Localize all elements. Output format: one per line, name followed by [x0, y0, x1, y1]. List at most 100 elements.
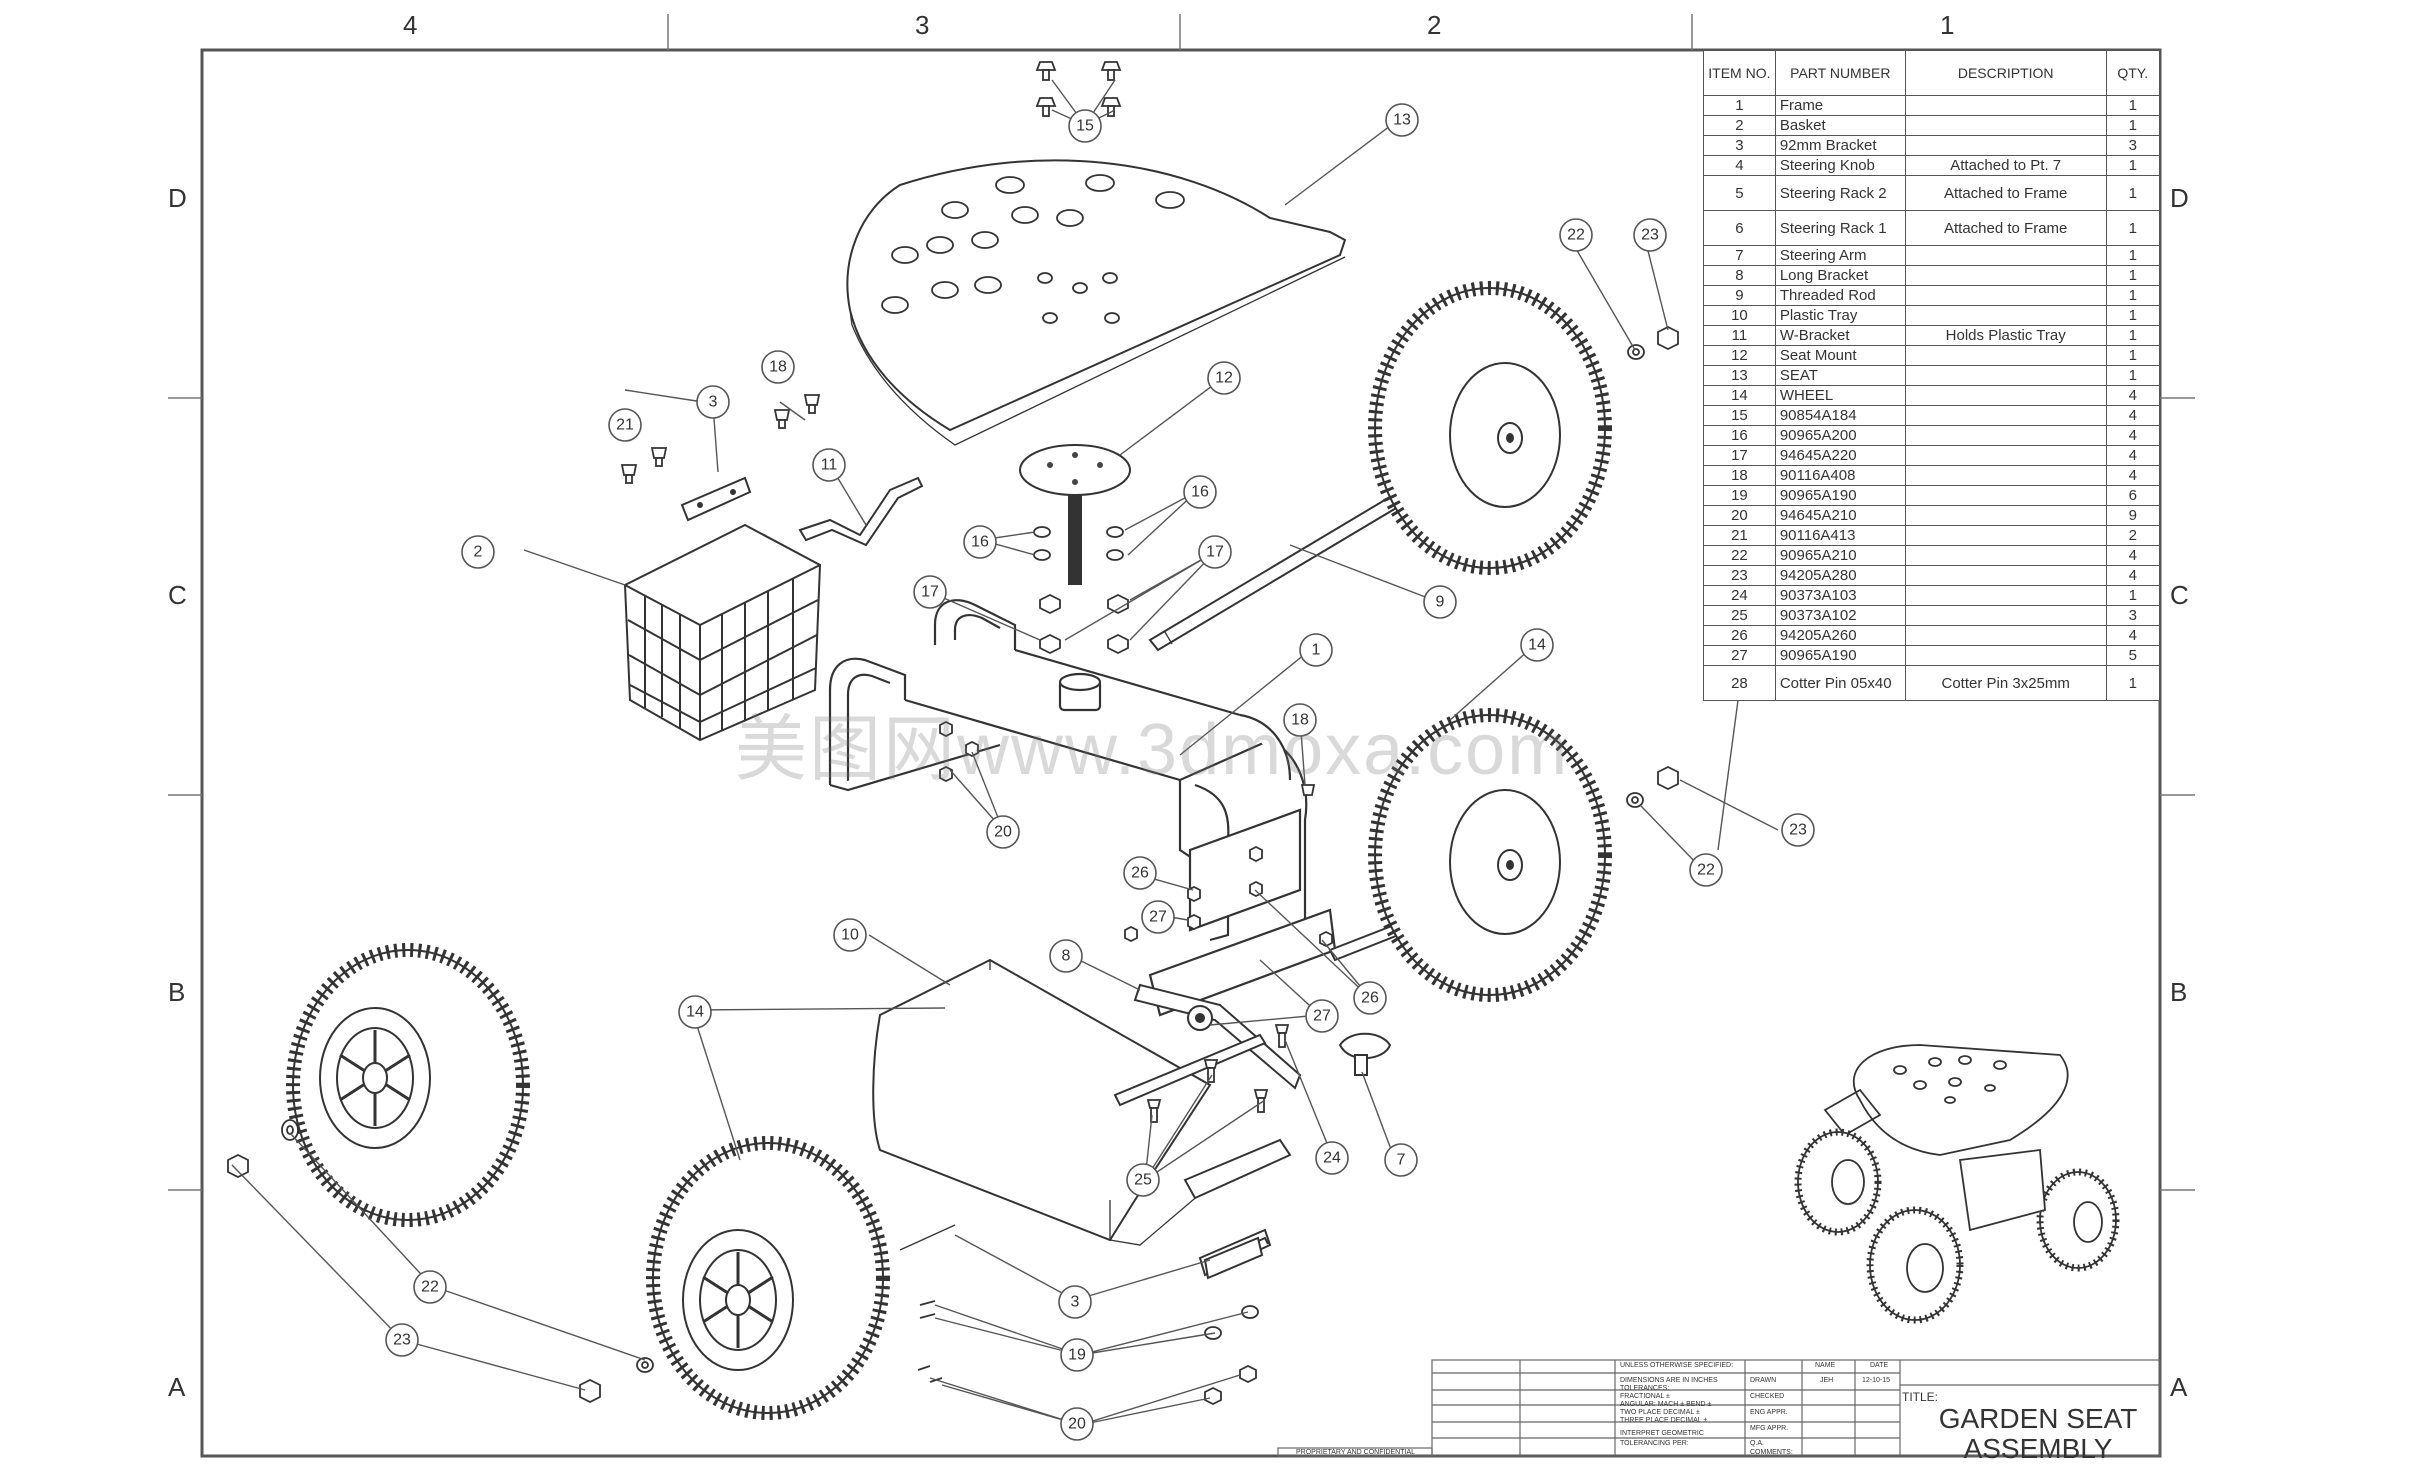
bom-qty: 1: [2105, 115, 2161, 136]
long-bracket-part: [1133, 983, 1302, 1090]
tb-title-label: TITLE:: [1902, 1390, 1939, 1404]
bom-item-no: 11: [1703, 325, 1776, 346]
bom-qty: 2: [2105, 525, 2161, 546]
tb-proprietary: PROPRIETARY AND CONFIDENTIAL: [1296, 1449, 1416, 1456]
callout-balloon: 19: [1060, 1338, 1094, 1372]
bom-item-no: 6: [1703, 210, 1776, 246]
bom-part-number: Threaded Rod: [1774, 285, 1906, 306]
svg-text:23: 23: [1789, 822, 1807, 839]
zone-row-a-right: A: [2170, 1372, 2188, 1402]
bom-qty: 1: [2105, 365, 2161, 386]
bom-part-number: Steering Knob: [1774, 155, 1906, 176]
bom-item-no: 12: [1703, 345, 1776, 366]
bom-qty: 4: [2105, 425, 2161, 446]
bom-part-number: 90373A103: [1774, 585, 1906, 606]
bom-part-number: 94205A260: [1774, 625, 1906, 646]
callout-balloon: 16: [963, 525, 997, 559]
bom-description: [1904, 345, 2107, 366]
sheet-border: [200, 48, 2162, 1458]
svg-text:17: 17: [921, 584, 939, 601]
bom-qty: 3: [2105, 605, 2161, 626]
zone-col-2: 2: [1427, 10, 1442, 40]
bom-item-no: 1: [1703, 95, 1776, 116]
tb-checked: CHECKED: [1750, 1393, 1785, 1400]
tb-mfg-appr: MFG APPR.: [1750, 1425, 1789, 1432]
svg-text:25: 25: [1134, 1172, 1152, 1189]
tb-dims: DIMENSIONS ARE IN INCHES: [1620, 1377, 1718, 1384]
bom-qty: 1: [2105, 245, 2161, 266]
bom-qty: 4: [2105, 565, 2161, 586]
svg-text:27: 27: [1149, 909, 1167, 926]
bom-part-number: Steering Arm: [1774, 245, 1906, 266]
bom-part-number: 94645A220: [1774, 445, 1906, 466]
bom-item-no: 8: [1703, 265, 1776, 286]
tb-tolerancing: TOLERANCING PER:: [1620, 1440, 1689, 1447]
bom-part-number: 90965A190: [1774, 645, 1906, 666]
tb-two-place: TWO PLACE DECIMAL ±: [1620, 1409, 1700, 1416]
bom-item-no: 17: [1703, 445, 1776, 466]
bom-part-number: 90965A210: [1774, 545, 1906, 566]
svg-text:11: 11: [821, 457, 838, 474]
bom-description: [1904, 265, 2107, 286]
bom-header-item: ITEM NO.: [1703, 50, 1776, 96]
bom-part-number: Long Bracket: [1774, 265, 1906, 286]
seat-part: [846, 159, 1347, 446]
callout-balloon: 25: [1126, 1163, 1160, 1197]
bom-item-no: 22: [1703, 545, 1776, 566]
bom-description: [1904, 605, 2107, 626]
bom-part-number: 90373A102: [1774, 605, 1906, 626]
callout-balloon: 9: [1423, 585, 1457, 619]
assembled-thumbnail: [1794, 1044, 2120, 1324]
zone-row-c-left: C: [168, 580, 187, 610]
bom-qty: 4: [2105, 625, 2161, 646]
bom-part-number: 92mm Bracket: [1774, 135, 1906, 156]
bom-description: [1904, 545, 2107, 566]
bom-part-number: 90116A413: [1774, 525, 1906, 546]
bom-item-no: 16: [1703, 425, 1776, 446]
bom-header-part: PART NUMBER: [1774, 50, 1906, 96]
callout-balloon: 2: [461, 535, 495, 569]
svg-text:7: 7: [1397, 1152, 1406, 1169]
bom-description: [1904, 115, 2107, 136]
frame-part: [828, 599, 1337, 1017]
bom-description: [1904, 445, 2107, 466]
svg-text:20: 20: [1068, 1416, 1086, 1433]
svg-text:22: 22: [421, 1279, 439, 1296]
tb-comments: COMMENTS:: [1750, 1449, 1793, 1456]
callout-balloon: 17: [913, 575, 947, 609]
svg-text:14: 14: [1528, 637, 1546, 654]
bom-qty: 4: [2105, 405, 2161, 426]
svg-text:16: 16: [971, 534, 989, 551]
bom-item-no: 2: [1703, 115, 1776, 136]
bom-item-no: 15: [1703, 405, 1776, 426]
bom-description: [1904, 245, 2107, 266]
bom-item-no: 23: [1703, 565, 1776, 586]
wheel-left-upper: [286, 943, 530, 1227]
tb-interpret: INTERPRET GEOMETRIC: [1620, 1430, 1704, 1437]
bom-item-no: 4: [1703, 155, 1776, 176]
drawing-title: GARDEN SEAT ASSEMBLY: [1938, 1403, 2138, 1464]
bom-qty: 1: [2105, 95, 2161, 116]
bom-item-no: 20: [1703, 505, 1776, 526]
tb-angular: ANGULAR: MACH ± BEND ±: [1620, 1401, 1712, 1408]
tb-fractional: FRACTIONAL ±: [1620, 1393, 1670, 1400]
bom-item-no: 5: [1703, 175, 1776, 211]
bom-description: [1904, 405, 2107, 426]
bom-item-no: 27: [1703, 645, 1776, 666]
tb-tolerances: TOLERANCES:: [1620, 1385, 1670, 1392]
bom-qty: 1: [2105, 665, 2161, 701]
bom-description: [1904, 505, 2107, 526]
bom-item-no: 26: [1703, 625, 1776, 646]
svg-text:10: 10: [841, 927, 859, 944]
